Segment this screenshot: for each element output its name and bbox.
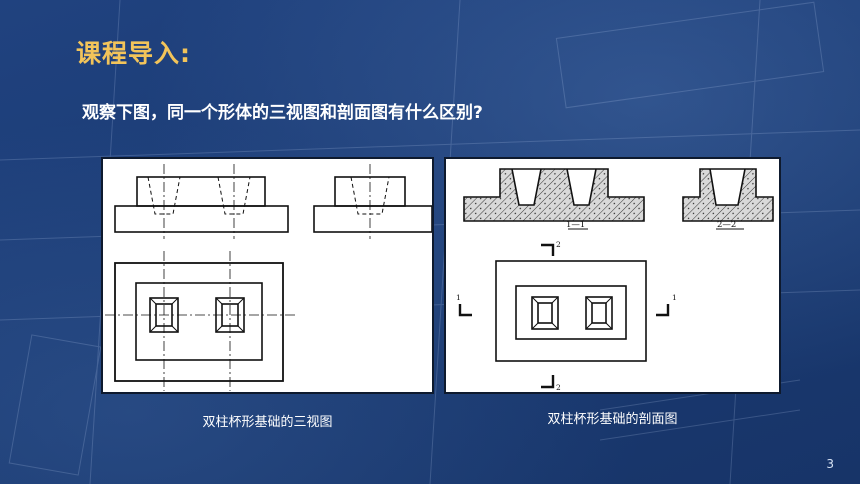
plan-view-outer: [495, 260, 647, 362]
three-view-caption: 双柱杯形基础的三视图: [202, 415, 333, 430]
cut-2-top-label: 2: [556, 240, 561, 249]
question-text: 观察下图，同一个形体的三视图和剖面图有什么区别?: [82, 103, 483, 123]
three-view-drawing-panel: [101, 157, 434, 394]
section-2-2-shape: [682, 168, 774, 222]
page-number: 3: [826, 457, 834, 471]
section-1-1-shape: [463, 168, 645, 222]
front-view-base: [114, 205, 289, 233]
plan-view-inner: [515, 285, 627, 340]
slide-title: 课程导入:: [76, 39, 191, 68]
cut-1-right-label: 1: [672, 293, 677, 302]
section-view-caption: 双柱杯形基础的剖面图: [547, 412, 678, 427]
section-drawing: 1—1 2—2 1 1 2 2: [456, 168, 774, 392]
cut-markers: [458, 243, 670, 389]
top-view-outer: [114, 262, 284, 382]
section-drawing-panel: 1—1 2—2 1 1 2 2: [444, 157, 781, 394]
cut-1-left-label: 1: [456, 293, 461, 302]
front-view-centerlines: [163, 164, 235, 239]
top-view-centerlines: [105, 251, 295, 391]
cut-2-bottom-label: 2: [556, 383, 561, 392]
front-view-hidden-cups: [147, 176, 251, 215]
plan-view-cups: [531, 296, 613, 330]
section-2-2-label: 2—2: [717, 220, 736, 230]
side-view-base: [313, 205, 432, 233]
top-view-inner: [135, 282, 263, 361]
section-1-1-label: 1—1: [566, 220, 585, 230]
front-view-top-block: [136, 176, 266, 207]
three-view-drawing: [105, 164, 432, 391]
